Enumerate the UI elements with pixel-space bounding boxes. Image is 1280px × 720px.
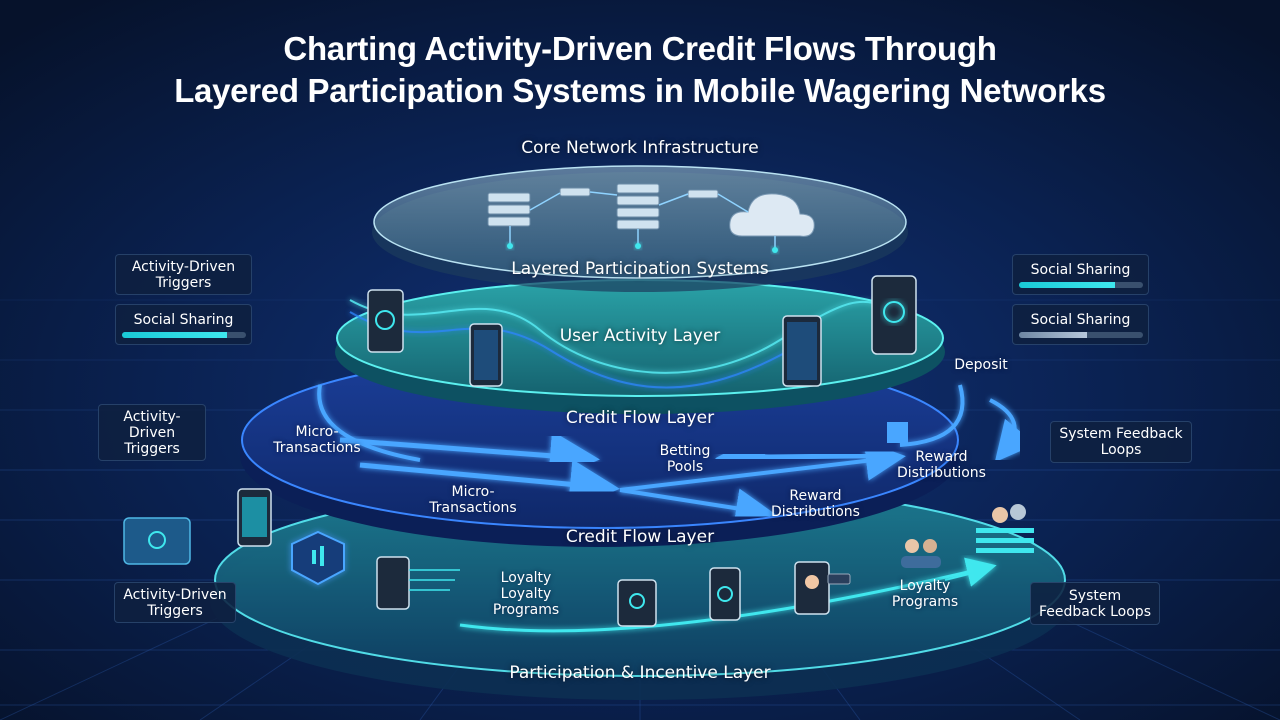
- smartphone-icon: [367, 289, 404, 353]
- server-icon: [487, 192, 531, 227]
- social-sharing-bar: [121, 331, 246, 338]
- network-links: [509, 191, 776, 248]
- user-activity-label: User Activity Layer: [559, 326, 721, 346]
- system-feedback-box-bottom: System Feedback Loops: [1030, 582, 1160, 625]
- smartphone-icon: [237, 488, 272, 547]
- deposit-label: Deposit: [954, 357, 1008, 373]
- credit-flow-upper-label: Credit Flow Layer: [565, 408, 715, 428]
- reward-distributions-label-1: Reward Distributions: [897, 449, 986, 481]
- server-icon: [559, 187, 591, 197]
- server-icon: [616, 183, 660, 230]
- loyalty-programs-label-2: Loyalty Programs: [891, 578, 959, 610]
- tablet-icon: [617, 579, 657, 627]
- activity-triggers-box-top: Activity-Driven Triggers: [115, 254, 252, 295]
- smartphone-icon: [376, 556, 460, 610]
- cloud-icon: [729, 193, 815, 237]
- users-icon: [901, 539, 941, 568]
- smartphone-icon: [794, 561, 851, 615]
- card-icon: [123, 517, 191, 565]
- activity-triggers-box-bottom: Activity-Driven Triggers: [114, 582, 236, 623]
- social-sharing-bar: [1018, 281, 1143, 288]
- micro-transactions-label-1: Micro- Transactions: [273, 424, 361, 456]
- activity-triggers-box-middle: Activity- Driven Triggers: [98, 404, 206, 461]
- smartphone-icon: [871, 275, 917, 355]
- betting-pools-label: Betting Pools: [659, 443, 711, 475]
- reward-distributions-label-2: Reward Distributions: [771, 488, 860, 520]
- incentive-layer-label: Participation & Incentive Layer: [509, 663, 771, 683]
- participation-systems-label: Layered Participation Systems: [511, 259, 769, 279]
- credit-flow-lower-label: Credit Flow Layer: [565, 527, 715, 547]
- user-activity-layer-disc: [335, 279, 945, 414]
- diagram-title-line-2: Layered Participation Systems in Mobile …: [174, 72, 1106, 109]
- shield-icon: [291, 530, 345, 586]
- system-feedback-box-right: System Feedback Loops: [1050, 421, 1192, 463]
- diagram-title-line-1: Charting Activity-Driven Credit Flows Th…: [283, 30, 997, 67]
- smartphone-icon: [709, 567, 741, 621]
- smartphone-icon: [469, 323, 503, 387]
- smartphone-icon: [782, 315, 822, 387]
- social-sharing-box-left: Social Sharing: [115, 304, 252, 345]
- users-icon: [976, 504, 1034, 553]
- micro-transactions-label-2: Micro- Transactions: [429, 484, 517, 516]
- loyalty-programs-label-1: Loyalty Loyalty Programs: [492, 570, 560, 618]
- core-network-label: Core Network Infrastructure: [521, 138, 759, 158]
- social-sharing-box-right-1: Social Sharing: [1012, 254, 1149, 295]
- social-sharing-bar: [1018, 331, 1143, 338]
- server-icon: [687, 189, 719, 199]
- social-sharing-box-right-2: Social Sharing: [1012, 304, 1149, 345]
